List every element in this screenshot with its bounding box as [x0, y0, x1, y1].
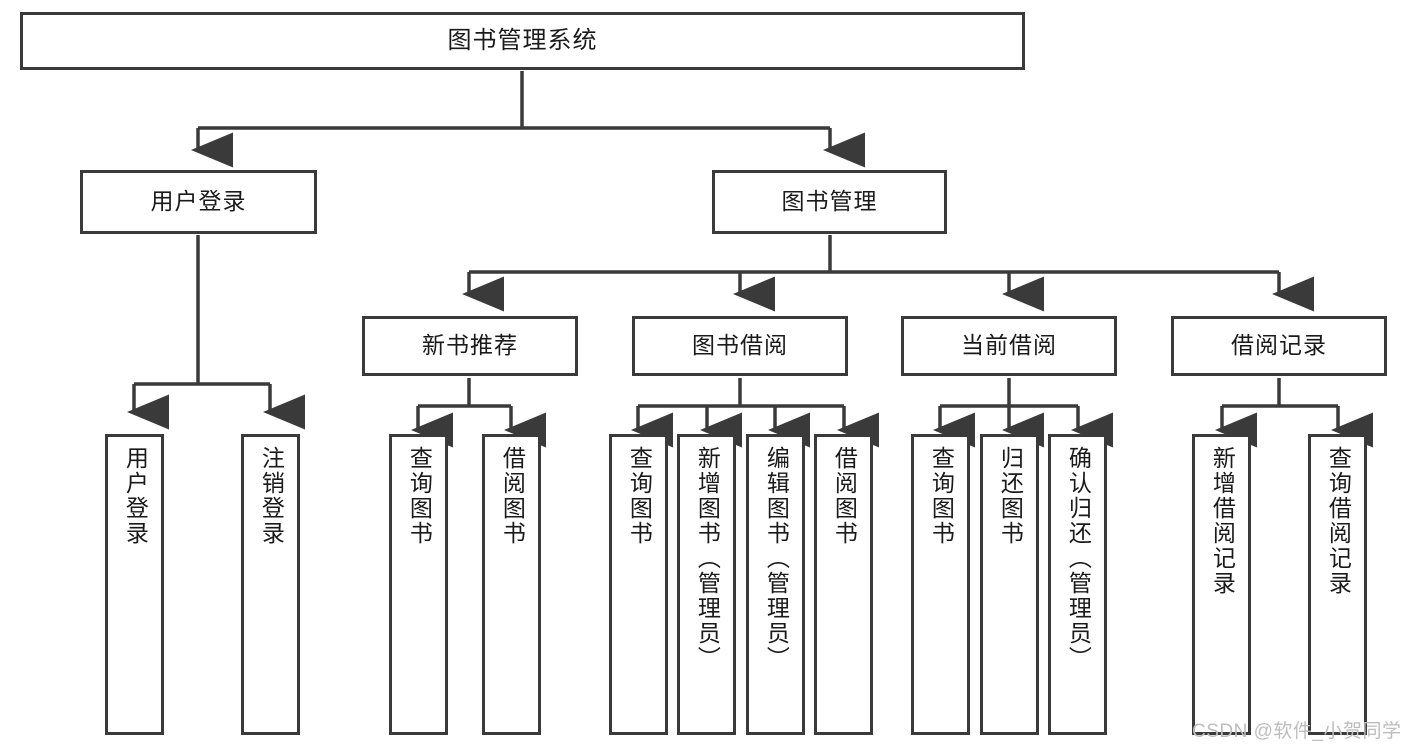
node-leaf-add-record[interactable]: 新增借阅记录 — [1192, 434, 1251, 735]
node-leaf-borrow-book-1[interactable]: 借阅图书 — [482, 434, 541, 735]
node-book-borrow[interactable]: 图书借阅 — [632, 316, 848, 376]
node-leaf-user-login[interactable]: 用户登录 — [105, 434, 164, 735]
node-leaf-query-book-2[interactable]: 查询图书 — [609, 434, 668, 735]
node-user-login[interactable]: 用户登录 — [80, 170, 317, 234]
node-leaf-query-record[interactable]: 查询借阅记录 — [1308, 434, 1367, 735]
leaf-label: 查询借阅记录 — [1325, 446, 1352, 596]
node-leaf-confirm-return[interactable]: 确认归还（管理员） — [1048, 434, 1107, 735]
node-leaf-return-book[interactable]: 归还图书 — [980, 434, 1039, 735]
node-root[interactable]: 图书管理系统 — [20, 12, 1025, 70]
leaf-label: 归还图书 — [997, 446, 1024, 546]
node-leaf-add-book[interactable]: 新增图书（管理员） — [677, 434, 736, 735]
node-new-book-recommend[interactable]: 新书推荐 — [362, 316, 578, 376]
node-book-borrow-label: 图书借阅 — [692, 332, 788, 359]
node-root-label: 图书管理系统 — [447, 26, 598, 54]
node-leaf-borrow-book-2[interactable]: 借阅图书 — [814, 434, 873, 735]
leaf-label: 借阅图书 — [499, 446, 526, 546]
node-borrow-record-label: 借阅记录 — [1231, 332, 1327, 359]
leaf-label: 借阅图书 — [831, 446, 858, 546]
leaf-label: 确认归还（管理员） — [1065, 446, 1092, 671]
node-leaf-logout-login[interactable]: 注销登录 — [241, 434, 300, 735]
leaf-label: 新增图书（管理员） — [694, 446, 721, 671]
node-current-borrow[interactable]: 当前借阅 — [901, 316, 1117, 376]
leaf-label: 查询图书 — [406, 446, 433, 546]
node-user-login-label: 用户登录 — [150, 188, 247, 215]
node-borrow-record[interactable]: 借阅记录 — [1171, 316, 1387, 376]
leaf-label: 查询图书 — [928, 446, 955, 546]
node-book-management-label: 图书管理 — [781, 188, 878, 215]
node-new-book-recommend-label: 新书推荐 — [422, 332, 518, 359]
leaf-label: 查询图书 — [626, 446, 653, 546]
leaf-label: 用户登录 — [122, 446, 149, 546]
node-leaf-edit-book[interactable]: 编辑图书（管理员） — [746, 434, 805, 735]
node-leaf-query-book-1[interactable]: 查询图书 — [389, 434, 448, 735]
node-book-management[interactable]: 图书管理 — [712, 170, 947, 234]
node-leaf-query-book-3[interactable]: 查询图书 — [911, 434, 970, 735]
node-current-borrow-label: 当前借阅 — [961, 332, 1057, 359]
leaf-label: 编辑图书（管理员） — [763, 446, 790, 671]
csdn-watermark: CSDN @软件_小贺同学 — [1192, 721, 1402, 742]
leaf-label: 新增借阅记录 — [1209, 446, 1236, 596]
leaf-label: 注销登录 — [258, 446, 285, 546]
